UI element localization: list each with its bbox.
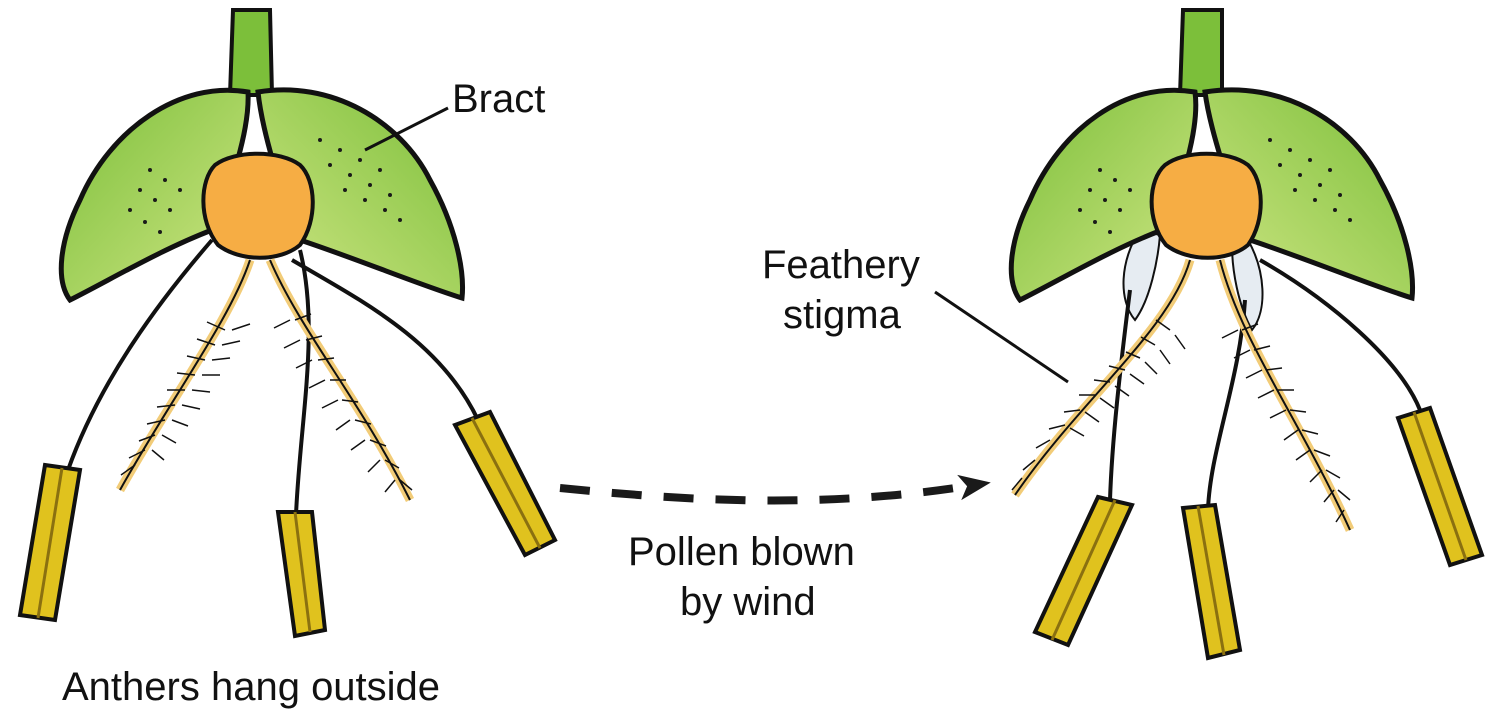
- left-anther-3: [455, 412, 555, 555]
- feathery-stigma-label-line1: Feathery: [762, 243, 920, 287]
- left-stigmas: [120, 260, 412, 500]
- right-anther-1: [1035, 497, 1132, 645]
- left-anther-1: [20, 465, 80, 620]
- pollen-label-line1: Pollen blown: [628, 530, 855, 574]
- bract-label: Bract: [452, 77, 545, 121]
- right-ovary: [1152, 154, 1261, 258]
- stigma-leader-line: [935, 292, 1068, 382]
- right-flower: [1011, 10, 1482, 658]
- right-stem: [1180, 10, 1222, 95]
- anthers-label: Anthers hang outside: [62, 665, 440, 709]
- right-stigmas: [1012, 260, 1350, 530]
- left-anther-2: [278, 512, 325, 636]
- right-filaments: [1110, 260, 1420, 510]
- right-anther-3: [1398, 408, 1482, 565]
- pollen-arrow: [560, 485, 975, 500]
- left-ovary: [203, 154, 312, 258]
- right-anther-2: [1183, 505, 1240, 658]
- pollen-label-line2: by wind: [680, 580, 816, 624]
- feathery-stigma-label-line2: stigma: [783, 293, 902, 337]
- left-stem: [230, 10, 272, 95]
